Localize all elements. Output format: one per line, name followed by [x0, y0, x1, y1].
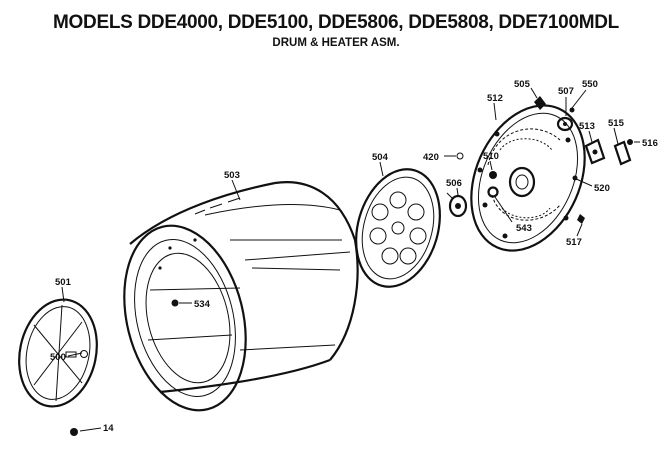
- part-420-screw: 420: [423, 152, 464, 163]
- diagram-title: MODELS DDE4000, DDE5100, DDE5806, DDE580…: [53, 12, 619, 33]
- part-515-fuse: 515: [608, 118, 632, 166]
- part-517-screw: 517: [566, 214, 585, 248]
- part-506-label: 506: [446, 178, 462, 189]
- diagram-subtitle: DRUM & HEATER ASM.: [272, 37, 400, 49]
- rear-bulkhead-512: [470, 104, 586, 252]
- part-515-label: 515: [608, 118, 625, 129]
- part-505-clip: 505: [514, 79, 546, 110]
- part-550-screw: 550: [569, 79, 598, 113]
- part-517-label: 517: [566, 237, 582, 248]
- part-500-callout: 500: [50, 352, 83, 363]
- part-510-label: 510: [483, 151, 499, 162]
- part-516-label: 516: [642, 138, 658, 149]
- part-513-bracket: 513: [579, 121, 606, 165]
- part-512-callout: 512: [487, 93, 503, 121]
- part-507-label: 507: [558, 86, 574, 97]
- part-550-label: 550: [582, 79, 598, 90]
- rear-plate-504: [355, 168, 441, 288]
- part-505-label: 505: [514, 79, 531, 90]
- part-512-label: 512: [487, 93, 503, 104]
- bearing-506: 506: [446, 178, 468, 218]
- drum-part: [123, 181, 359, 412]
- part-513-label: 513: [579, 121, 595, 132]
- part-500-label: 500: [50, 352, 66, 363]
- part-543-label: 543: [516, 223, 532, 234]
- part-520-callout: 520: [573, 177, 610, 194]
- part-14-screw: 14: [70, 423, 114, 436]
- part-504-label: 504: [372, 152, 389, 163]
- part-534-label: 534: [194, 299, 211, 310]
- part-14-label: 14: [103, 423, 114, 434]
- part-503-label: 503: [224, 170, 240, 181]
- part-501-callout: 501: [55, 277, 72, 303]
- part-503-callout: 503: [224, 170, 241, 201]
- part-507-thermostat: 507: [556, 86, 574, 132]
- part-520-label: 520: [594, 183, 610, 194]
- part-543-callout: 543: [494, 196, 532, 234]
- part-504-callout: 504: [372, 152, 389, 177]
- part-516-screw: 516: [627, 138, 658, 149]
- part-534-callout: 534: [171, 299, 211, 310]
- part-501-label: 501: [55, 277, 72, 288]
- front-ring-part: [18, 298, 98, 408]
- part-510-callout: 510: [483, 151, 499, 171]
- part-420-label: 420: [423, 152, 439, 163]
